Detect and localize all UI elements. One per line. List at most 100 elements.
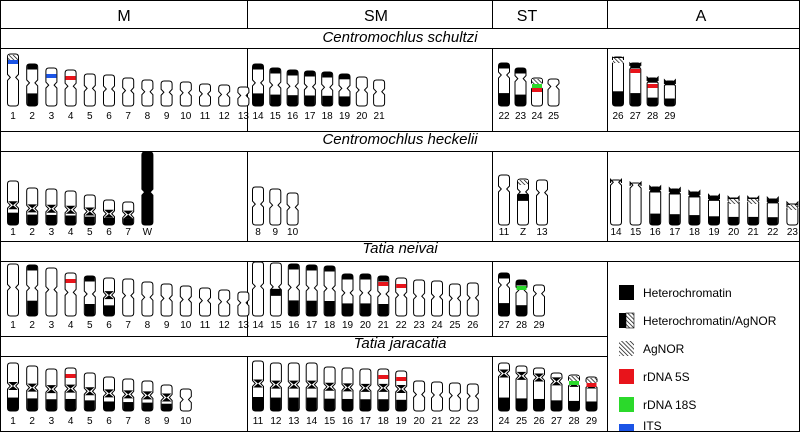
heterochromatin-block [669, 214, 680, 225]
legend-swatch-agnor [619, 341, 634, 356]
column-header-sm: SM [364, 8, 388, 25]
chromosome-number-label: 18 [378, 416, 390, 427]
chromosome-number-label: 6 [106, 320, 112, 331]
chromosome-number-label: 11 [499, 227, 510, 238]
heterochromatin-block [27, 398, 38, 411]
agnor-mark [569, 376, 579, 381]
chromosome-number-label: 4 [68, 416, 74, 427]
heterochromatin-block [709, 196, 719, 201]
chromosome [431, 381, 443, 412]
heterochromatin-block [516, 305, 527, 316]
chromosome [252, 360, 264, 412]
chromosome [26, 264, 39, 317]
heterochromatin-block [123, 390, 134, 399]
heterochromatin-block [306, 380, 317, 389]
species-title-tatia-jaracatia: Tatia jaracatia [354, 335, 447, 352]
heterochromatin-block [499, 273, 509, 279]
chromosome-number-label: 16 [287, 111, 299, 122]
chromosome-number-label: 18 [322, 111, 334, 122]
chromosome-number-label: 14 [252, 320, 264, 331]
legend-label-heterochromatin-agnor: Heterochromatin/AgNOR [643, 314, 777, 328]
heterochromatin-block [104, 389, 114, 398]
heterochromatin-block [104, 209, 114, 218]
chromosome-number-label: 18 [324, 320, 336, 331]
chromosome [377, 368, 390, 412]
chromosome [649, 184, 662, 226]
heterochromatin-block [27, 93, 38, 106]
heterochromatin-block [630, 63, 641, 69]
chromosome-outline [355, 76, 368, 107]
rdna-blue-mark [8, 60, 18, 64]
chromosome-outline [373, 79, 386, 107]
heterochromatin-block [360, 383, 371, 392]
legend-label-its: ITS [643, 419, 662, 432]
chromosome-number-label: 12 [219, 320, 231, 331]
chromosome-number-label: 9 [164, 416, 170, 427]
chromosome-number-label: 5 [87, 111, 93, 122]
chromosome [466, 282, 479, 317]
heterochromatin-block [360, 274, 371, 280]
chromosome [141, 281, 154, 317]
chromosome-outline [179, 81, 192, 107]
chromosome [7, 263, 19, 317]
heterochromatin-block [339, 74, 350, 80]
chromosome-outline [7, 53, 19, 107]
heterochromatin-block [342, 303, 353, 316]
heterochromatin-block [586, 401, 597, 411]
chromosome-number-label: 20 [414, 416, 426, 427]
chromosome [141, 151, 154, 226]
chromosome [64, 272, 77, 317]
chromosome [341, 273, 354, 317]
heterochromatin-block [378, 276, 389, 282]
chromosome-number-label: 16 [650, 227, 662, 238]
chromosome-number-label: 6 [106, 416, 112, 427]
heterochromatin-block [270, 68, 281, 74]
chromosome-outline [218, 84, 231, 107]
chromosome-outline [431, 381, 443, 412]
chromosome-number-label: 6 [106, 227, 112, 238]
chromosome-number-label: 21 [748, 227, 760, 238]
rdna-red-mark [532, 88, 542, 92]
chromosome [413, 279, 426, 317]
chromosome [179, 81, 192, 107]
chromosome [64, 190, 77, 226]
chromosome [305, 362, 318, 412]
heterochromatin-block [142, 402, 153, 411]
chromosome-number-label: 28 [516, 320, 528, 331]
chromosome [26, 63, 39, 107]
chromosome-number-label: 10 [180, 320, 192, 331]
heterochromatin-block [306, 397, 317, 411]
chromosome-number-label: 14 [252, 111, 264, 122]
heterochromatin-block [161, 393, 172, 402]
chromosome-outline [610, 177, 622, 226]
chromosome-number-label: 3 [49, 320, 55, 331]
chromosome [141, 380, 154, 412]
heterochromatin-block [8, 397, 18, 411]
heterochromatin-block [534, 373, 544, 382]
chromosome [45, 368, 58, 412]
chromosome [448, 382, 461, 412]
legend-label-rdna18s: rDNA 18S [643, 398, 696, 412]
chromosome [103, 376, 115, 412]
chromosome [498, 272, 510, 317]
chromosome [498, 174, 510, 226]
chromosome [727, 195, 740, 226]
heterochromatin-block [518, 193, 528, 201]
chromosome [7, 362, 19, 412]
chromosome-number-label: 10 [180, 416, 192, 427]
chromosome [237, 86, 250, 107]
heterochromatin-block [46, 385, 57, 394]
chromosome-number-label: 10 [287, 227, 299, 238]
rdna-red-mark [396, 377, 407, 381]
chromosome-number-label: 24 [531, 111, 543, 122]
chromosome-outline [629, 180, 642, 226]
chromosome-outline [533, 284, 545, 317]
chromosome-number-label: 4 [68, 227, 74, 238]
heterochromatin-block [748, 216, 759, 225]
heterochromatin-block [664, 81, 675, 86]
chromosome-number-label: 21 [374, 111, 386, 122]
